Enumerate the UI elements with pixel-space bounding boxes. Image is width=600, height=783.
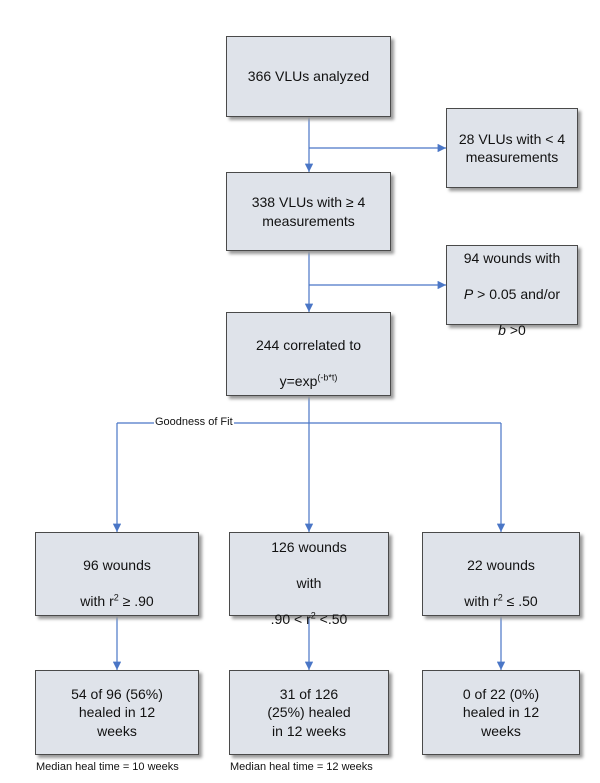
median-heal-time-mid: Median heal time = 12 weeks (230, 761, 373, 773)
node-group-mid-fit: 126 wounds with .90 < r2 <.50 (229, 532, 389, 627)
node-correlated: 244 correlated to y=exp(-b*t) (226, 312, 391, 396)
node-group-high-fit: 96 wounds with r2 ≥ .90 (35, 532, 199, 616)
median-heal-time-high: Median heal time = 10 weeks (36, 761, 179, 773)
node-healed-high: 54 of 96 (56%) healed in 12 weeks (35, 670, 199, 755)
node-vlus-included: 338 VLUs with ≥ 4 measurements (226, 172, 391, 251)
node-excluded-p-value: 94 wounds with P > 0.05 and/or b >0 (446, 245, 578, 338)
node-excluded-measurements: 28 VLUs with < 4 measurements (446, 108, 578, 188)
node-vlus-analyzed: 366 VLUs analyzed (226, 36, 391, 117)
node-healed-low: 0 of 22 (0%) healed in 12 weeks (422, 670, 580, 755)
node-group-low-fit: 22 wounds with r2 ≤ .50 (422, 532, 580, 616)
goodness-of-fit-label: Goodness of Fit (154, 416, 234, 428)
node-healed-mid: 31 of 126 (25%) healed in 12 weeks (229, 670, 389, 755)
